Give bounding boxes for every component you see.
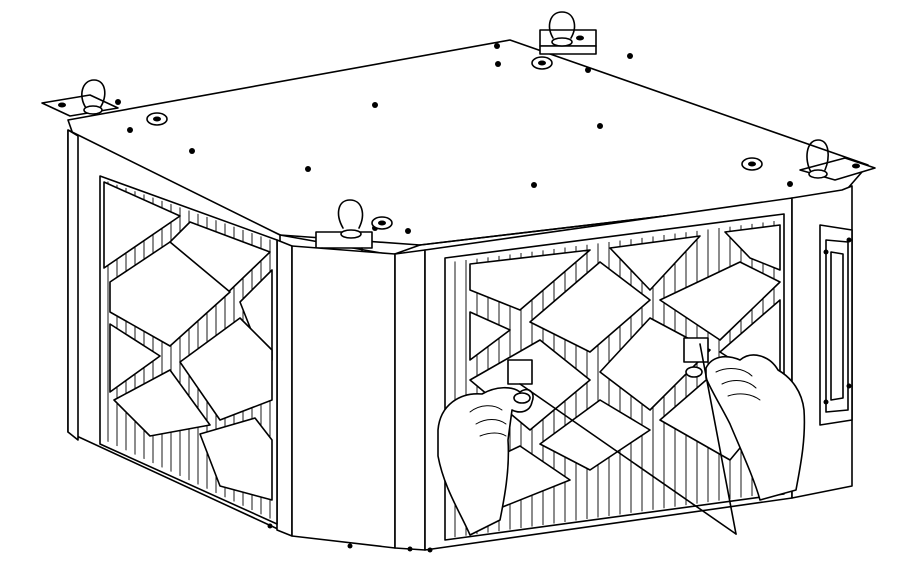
hand-right xyxy=(685,354,806,501)
lifting-eye-left xyxy=(41,79,119,117)
hand-left xyxy=(437,386,534,536)
filter-pull-tab-left xyxy=(507,359,533,385)
top-bolts xyxy=(115,43,793,234)
side-handle xyxy=(823,237,852,413)
left-filter-lattice xyxy=(103,181,273,501)
corner-panel xyxy=(291,245,426,551)
top-washers xyxy=(146,56,763,230)
lifting-eye-right xyxy=(799,139,876,181)
bottom-bolts xyxy=(267,523,433,553)
lifting-eye-top xyxy=(539,11,597,55)
right-side-panel xyxy=(791,185,853,499)
left-filter xyxy=(99,175,278,525)
filter-pull-tab-right xyxy=(683,337,709,363)
pointer-lines xyxy=(519,343,737,535)
lifting-eye-front xyxy=(315,199,373,257)
